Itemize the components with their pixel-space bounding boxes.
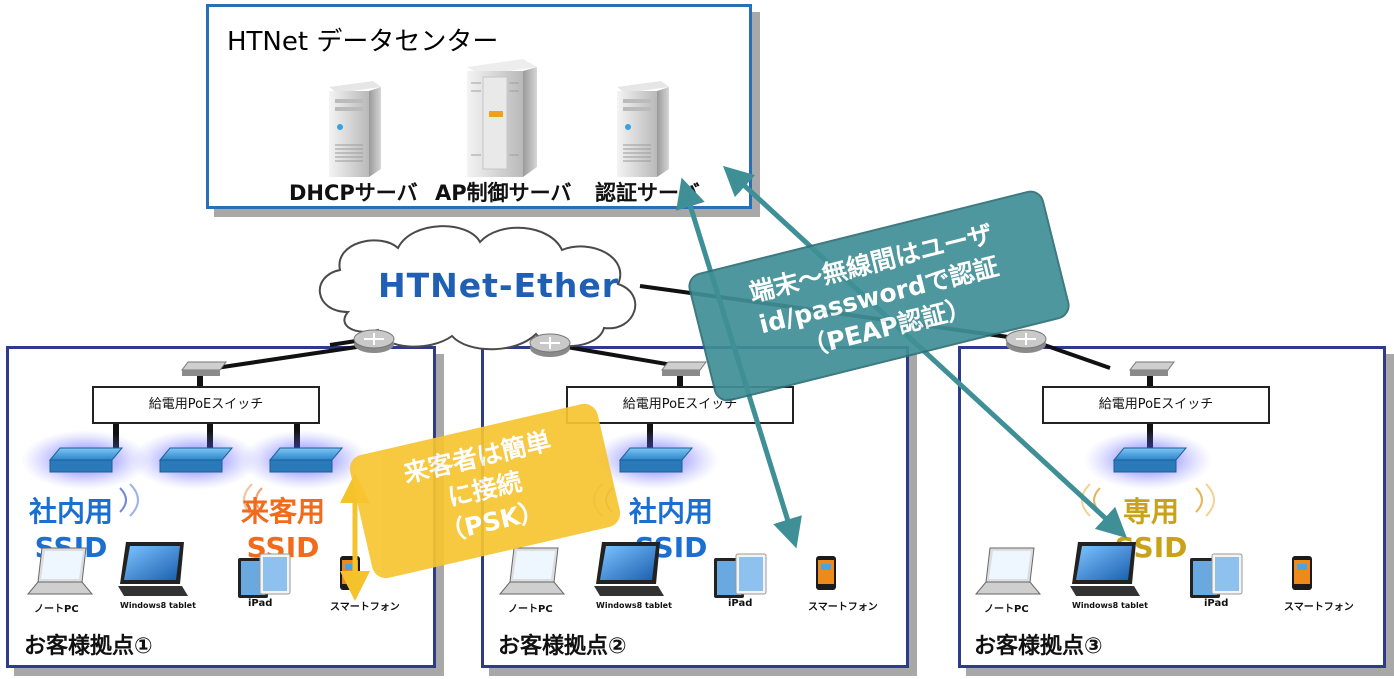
site-2-title: お客様拠点②: [498, 634, 627, 659]
ap-control-server-icon: [467, 59, 537, 177]
device-label-ipad: iPad: [248, 598, 273, 609]
auth-server-icon: [617, 81, 669, 177]
site-1-poe-switch: 給電用PoEスイッチ: [92, 386, 320, 424]
hub-icon: [1129, 361, 1175, 376]
cloud-label: HTNet-Ether: [378, 266, 620, 305]
site-1-title: お客様拠点①: [24, 634, 153, 659]
device-label-smartphone: スマートフォン: [808, 602, 878, 613]
router-icon: [529, 333, 571, 357]
datacenter-title: HTNet データセンター: [227, 27, 499, 57]
device-label-notepc: ノートPC: [984, 604, 1029, 615]
device-label-notepc: ノートPC: [34, 604, 79, 615]
hub-icon: [181, 361, 227, 376]
device-label-ipad: iPad: [728, 598, 753, 609]
cloud-shape: [318, 225, 637, 351]
dhcp-server-label: DHCPサーバ: [289, 181, 418, 205]
router-icon: [353, 329, 395, 353]
device-label-win8tablet: Windows8 tablet: [120, 601, 196, 610]
site-3-title: お客様拠点③: [974, 634, 1103, 659]
datacenter-frame: HTNet データセンター DHCPサーバ AP制御サーバ 認証サーバ: [206, 4, 752, 209]
device-label-smartphone: スマートフォン: [1284, 602, 1354, 613]
device-label-ipad: iPad: [1204, 598, 1229, 609]
device-label-win8tablet: Windows8 tablet: [596, 601, 672, 610]
ap-control-server-label: AP制御サーバ: [435, 181, 572, 205]
device-label-notepc: ノートPC: [508, 604, 553, 615]
dhcp-server-icon: [329, 81, 381, 177]
device-label-win8tablet: Windows8 tablet: [1072, 601, 1148, 610]
device-label-smartphone: スマートフォン: [330, 602, 400, 613]
